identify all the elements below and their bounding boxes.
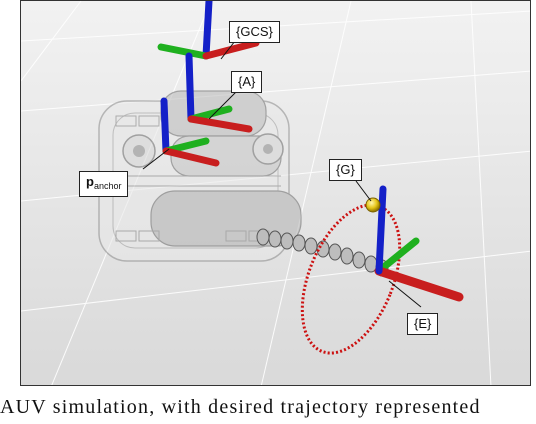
a-frame-label: {A} xyxy=(231,71,263,93)
simulation-scene xyxy=(21,1,530,385)
goal-label: {G} xyxy=(329,159,362,181)
desired-trajectory xyxy=(300,203,402,355)
anchor-frame-axes xyxy=(160,97,220,167)
a-frame-axes xyxy=(185,52,253,133)
callout-leaders xyxy=(142,40,422,308)
e-frame-axes xyxy=(374,185,464,302)
goal-marker xyxy=(365,197,381,213)
anchor-label: panchor xyxy=(79,171,129,197)
simulation-viewport: {GCS} {A} panchor {G} {E} xyxy=(20,0,531,386)
gcs-frame-axes xyxy=(157,1,260,60)
figure-caption: AUV simulation, with desired trajectory … xyxy=(0,396,481,418)
gcs-label: {GCS} xyxy=(229,21,280,43)
e-frame-label: {E} xyxy=(407,313,439,335)
